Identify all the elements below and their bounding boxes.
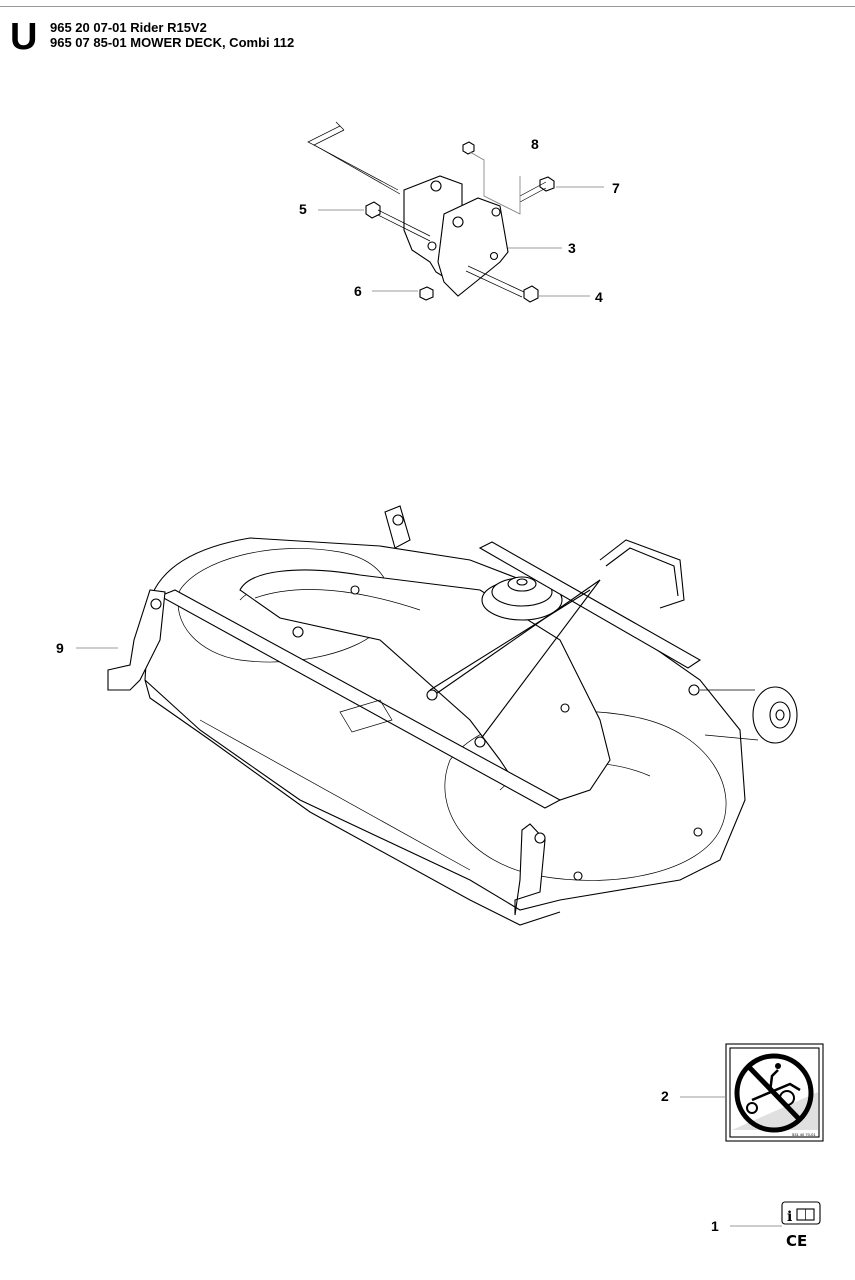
manual-ce: i CE xyxy=(730,1201,821,1250)
mower-deck xyxy=(76,505,798,926)
callout-1[interactable]: 1 xyxy=(711,1218,719,1234)
callout-8[interactable]: 8 xyxy=(531,136,539,152)
callout-9[interactable]: 9 xyxy=(56,640,64,656)
decal-code: 531 40 70-01 xyxy=(792,1132,816,1137)
header-line-2: 965 07 85-01 MOWER DECK, Combi 112 xyxy=(50,35,295,50)
info-manual-icon xyxy=(781,1201,821,1225)
callout-3[interactable]: 3 xyxy=(568,240,576,256)
no-slope-driving-icon xyxy=(734,1053,814,1133)
callout-6[interactable]: 6 xyxy=(354,283,362,299)
header-line-1: 965 20 07-01 Rider R15V2 xyxy=(50,20,207,35)
warning-decal: 531 40 70-01 xyxy=(680,1043,824,1142)
bracket-assembly xyxy=(307,121,604,303)
callout-4[interactable]: 4 xyxy=(595,289,603,305)
callout-2[interactable]: 2 xyxy=(661,1088,669,1104)
header-text: 965 20 07-01 Rider R15V2 965 07 85-01 MO… xyxy=(50,20,294,50)
callout-5[interactable]: 5 xyxy=(299,201,307,217)
section-letter: U xyxy=(10,16,38,58)
callout-7[interactable]: 7 xyxy=(612,180,620,196)
top-rule xyxy=(0,6,855,7)
svg-text:i: i xyxy=(787,1209,792,1225)
ce-mark: CE xyxy=(786,1232,807,1250)
